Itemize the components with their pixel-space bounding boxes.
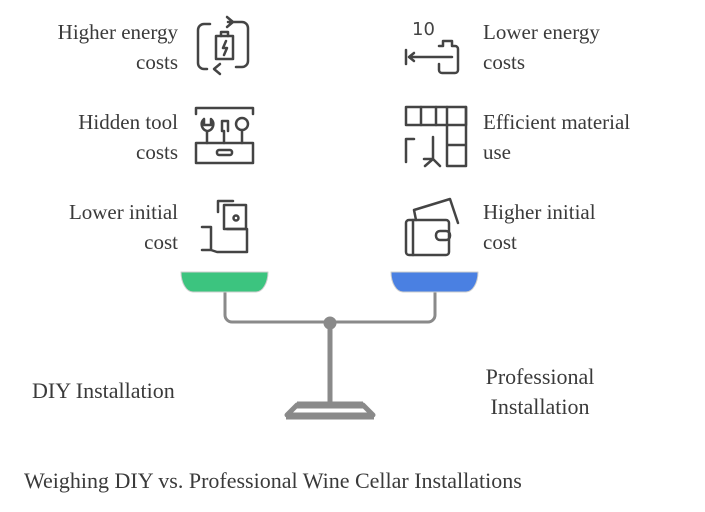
battery-cycle-icon bbox=[196, 15, 250, 76]
scale-pivot bbox=[323, 316, 337, 330]
wallet-icon bbox=[404, 197, 460, 257]
scale-base bbox=[286, 401, 374, 420]
diy-title: DIY Installation bbox=[32, 378, 175, 403]
toolbox-icon bbox=[194, 106, 255, 165]
balance-scale bbox=[223, 290, 437, 420]
diy-pan bbox=[180, 271, 269, 293]
floor-plan-icon bbox=[404, 105, 468, 168]
caption: Weighing DIY vs. Professional Wine Cella… bbox=[24, 468, 522, 493]
hand-money-icon bbox=[200, 199, 249, 254]
energy-down-icon: 10 bbox=[404, 19, 460, 75]
professional-pan bbox=[390, 271, 479, 293]
svg-text:10: 10 bbox=[412, 19, 435, 40]
